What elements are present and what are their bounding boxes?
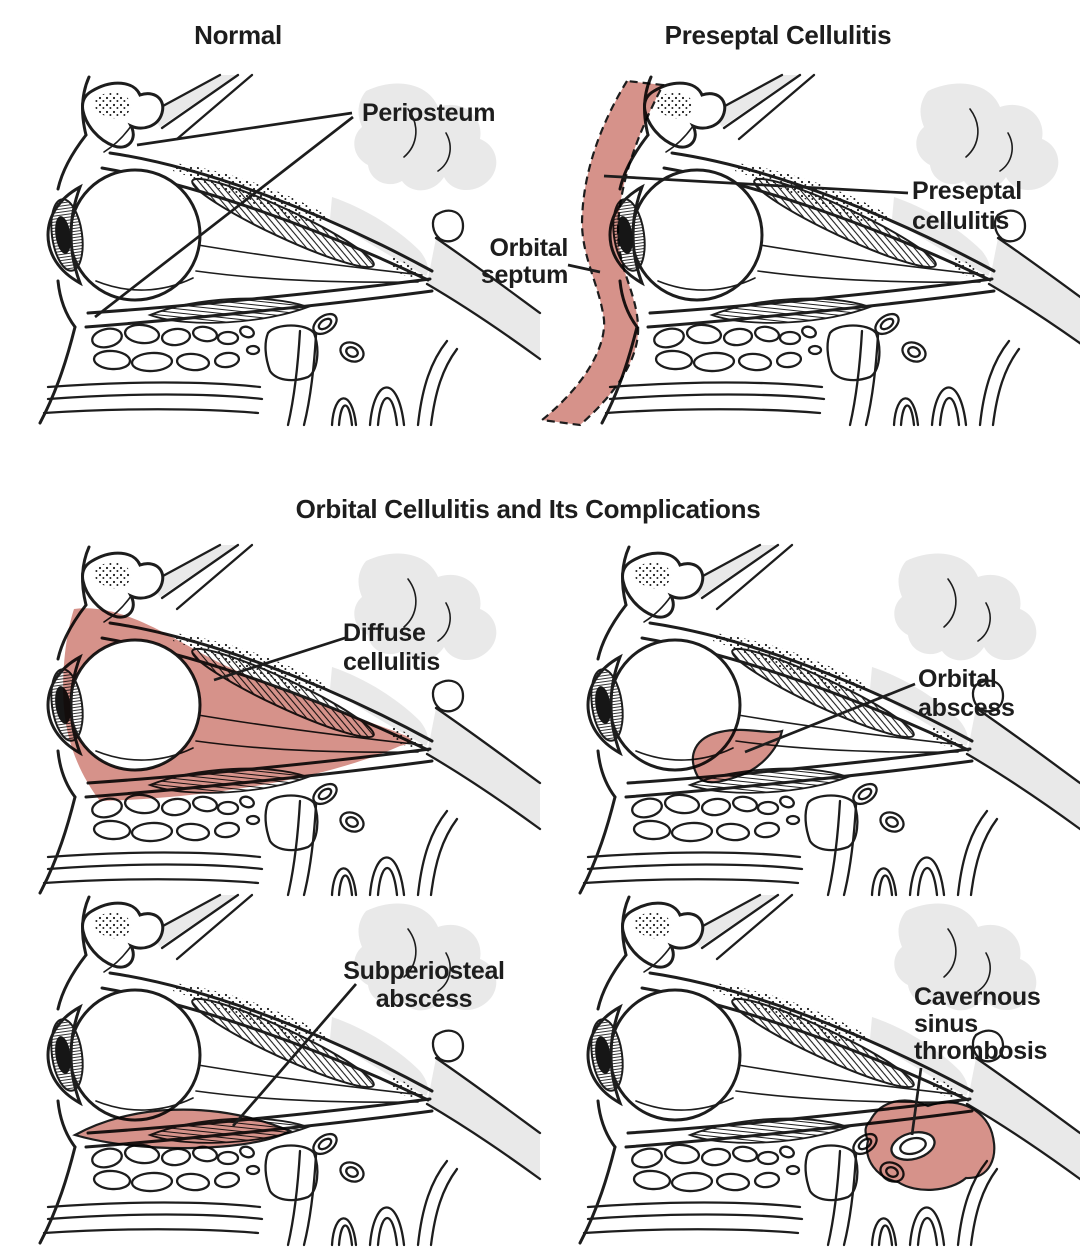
leader-line-orbital-septum: [567, 263, 601, 274]
leader-line-periosteum-roof: [136, 111, 353, 147]
leader-line-diffuse-cellulitis: [213, 635, 349, 682]
panel-diffuse-cellulitis: [38, 543, 542, 897]
panel-preseptal: [539, 73, 1080, 427]
annotation-orbital-septum: Orbital septum: [480, 234, 568, 289]
annotation-cavernous-sinus-thrombosis: Cavernous sinus thrombosis: [914, 983, 1048, 1065]
panel-title-normal: Normal: [194, 20, 282, 50]
annotation-orbital-abscess: Orbital abscess: [918, 665, 1015, 722]
annotation-subperiosteal-abscess: Subperiosteal abscess: [343, 957, 505, 1013]
orbit-illustration: [38, 893, 542, 1247]
preseptal-band-highlight: [539, 79, 665, 427]
annotation-diffuse-cellulitis: Diffuse cellulitis: [343, 619, 441, 676]
leader-line-cavernous-sinus: [910, 1067, 923, 1136]
panel-cavernous-sinus-thrombosis: [578, 893, 1080, 1247]
panel-orbital-abscess: [578, 543, 1080, 897]
orbit-illustration: [600, 73, 1080, 427]
leader-line-orbital-abscess: [744, 682, 916, 754]
subperiosteal-abscess-highlight: [72, 1108, 293, 1150]
panel-normal: [38, 73, 542, 427]
diffuse-cellulitis-highlight: [63, 608, 412, 801]
orbit-illustration: [578, 893, 1080, 1247]
panel-subperiosteal-abscess: [38, 893, 542, 1247]
section-heading-complications: Orbital Cellulitis and Its Complications: [295, 494, 761, 524]
annotation-periosteum: Periosteum: [362, 99, 496, 127]
panel-title-preseptal: Preseptal Cellulitis: [664, 20, 892, 50]
orbital-abscess-highlight: [691, 728, 784, 784]
leader-line-subperiosteal-abscess: [231, 983, 358, 1127]
leader-line-preseptal-cellulitis: [603, 174, 909, 195]
annotation-preseptal-cellulitis: Preseptal cellulitis: [912, 177, 1022, 235]
leader-line-periosteum-floor: [94, 115, 354, 319]
cavernous-vessel-icon: [890, 1131, 936, 1161]
